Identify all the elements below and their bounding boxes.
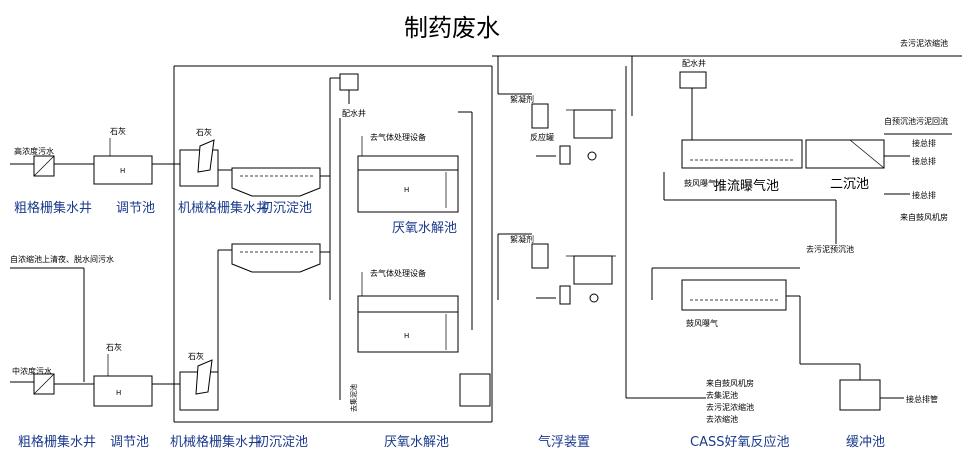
label-regulating-tank-bottom: 调节池 [110, 435, 149, 450]
screen-device [197, 139, 215, 173]
dosing-well-2-label: 配水井 [682, 58, 706, 68]
primary-clarifier-top [231, 167, 321, 197]
buffer-tank [839, 379, 881, 411]
secondary-clarifier [805, 139, 885, 169]
regulating-tank-top [93, 155, 153, 185]
dosing-well-2 [679, 71, 707, 89]
anaerobic-tank-1 [357, 155, 459, 213]
label-anaerobic-2: 厌氧水解池 [384, 435, 449, 450]
screen-diagonal [33, 155, 55, 177]
primary-clarifier-mid [231, 243, 321, 273]
cass-in-3: 去污泥浓缩池 [706, 402, 754, 412]
label-mech-screen-top: 机械格栅集水井 [178, 200, 269, 216]
gas-label-1: 去气体处理设备 [370, 132, 426, 142]
label-coarse-screen-top: 粗格栅集水井 [14, 200, 92, 216]
reactor-label: 反应罐 [530, 132, 554, 142]
label-anaerobic-1: 厌氧水解池 [392, 221, 457, 236]
svg-text:H: H [404, 332, 409, 340]
anaerobic-tank-2 [357, 295, 459, 353]
dosing-well-1-label: 配水井 [342, 108, 366, 118]
label-coarse-screen-bottom: 粗格栅集水井 [18, 434, 96, 450]
connect-label-2: 接总排 [912, 156, 936, 166]
blower-label-1: 鼓风曝气 [684, 178, 716, 188]
secondary-clarifier-label: 二沉池 [830, 177, 869, 192]
lime-label-4: 石灰 [188, 351, 204, 361]
cass-reactor [681, 279, 787, 311]
sump-tank [459, 373, 491, 407]
label-buffer: 缓冲池 [846, 435, 885, 450]
svg-text:H: H [120, 167, 125, 175]
to-pre-settle-label: 去污泥预沉池 [806, 244, 854, 254]
inlet-mid-conc-label: 中浓度污水 [12, 366, 52, 376]
label-primary-clarifier-bottom: 初沉淀池 [256, 435, 308, 450]
svg-text:H: H [404, 186, 409, 194]
side-sludge-label: 去集泥池 [349, 384, 358, 412]
dosing-tank-1 [531, 103, 549, 129]
svg-text:H: H [116, 389, 121, 397]
cass-in-4: 去浓缩池 [706, 414, 738, 424]
lime-label-3: 石灰 [106, 342, 122, 352]
label-mech-screen-bottom: 机械格栅集水井 [170, 434, 261, 450]
flocculant-label-2: 絮凝剂 [510, 234, 534, 244]
from-secondary-return-label: 自预沉池污泥回流 [884, 116, 948, 126]
cass-in-1: 来自鼓风机房 [706, 378, 754, 388]
lime-label-2: 石灰 [196, 127, 212, 137]
flotation-unit-2 [573, 255, 613, 285]
plug-flow-aeration-tank [681, 139, 803, 169]
plug-aeration-label: 推流曝气池 [714, 178, 779, 194]
gas-label-2: 去气体处理设备 [370, 268, 426, 278]
main-drain-label: 接总排管 [906, 394, 938, 404]
lime-label-1: 石灰 [110, 126, 126, 136]
diagram-title: 制药废水 [404, 14, 500, 42]
label-primary-clarifier-top: 初沉淀池 [260, 201, 312, 216]
inlet-supernatant-label: 自浓缩池上清夜、脱水间污水 [10, 254, 114, 264]
flocculant-label-1: 絮凝剂 [510, 94, 534, 104]
label-cass: CASS好氧反应池 [690, 434, 789, 450]
regulating-tank-bottom [93, 375, 153, 407]
from-blower-label: 来自鼓风机房 [900, 212, 948, 222]
flotation-unit-1 [573, 109, 613, 139]
label-regulating-tank-top: 调节池 [116, 201, 155, 216]
to-sludge-thickener-top: 去污泥浓缩池 [900, 38, 948, 48]
inlet-high-conc-label: 高浓度污水 [14, 146, 54, 156]
label-flotation: 气浮装置 [538, 434, 590, 450]
dosing-well-1 [339, 73, 359, 91]
blower-label-2: 鼓风曝气 [686, 318, 718, 328]
cass-in-2: 去集泥池 [706, 390, 738, 400]
dosing-tank-2 [531, 243, 549, 269]
connect-label-1: 接总排 [912, 138, 936, 148]
connect-label-3: 接总排 [912, 190, 936, 200]
